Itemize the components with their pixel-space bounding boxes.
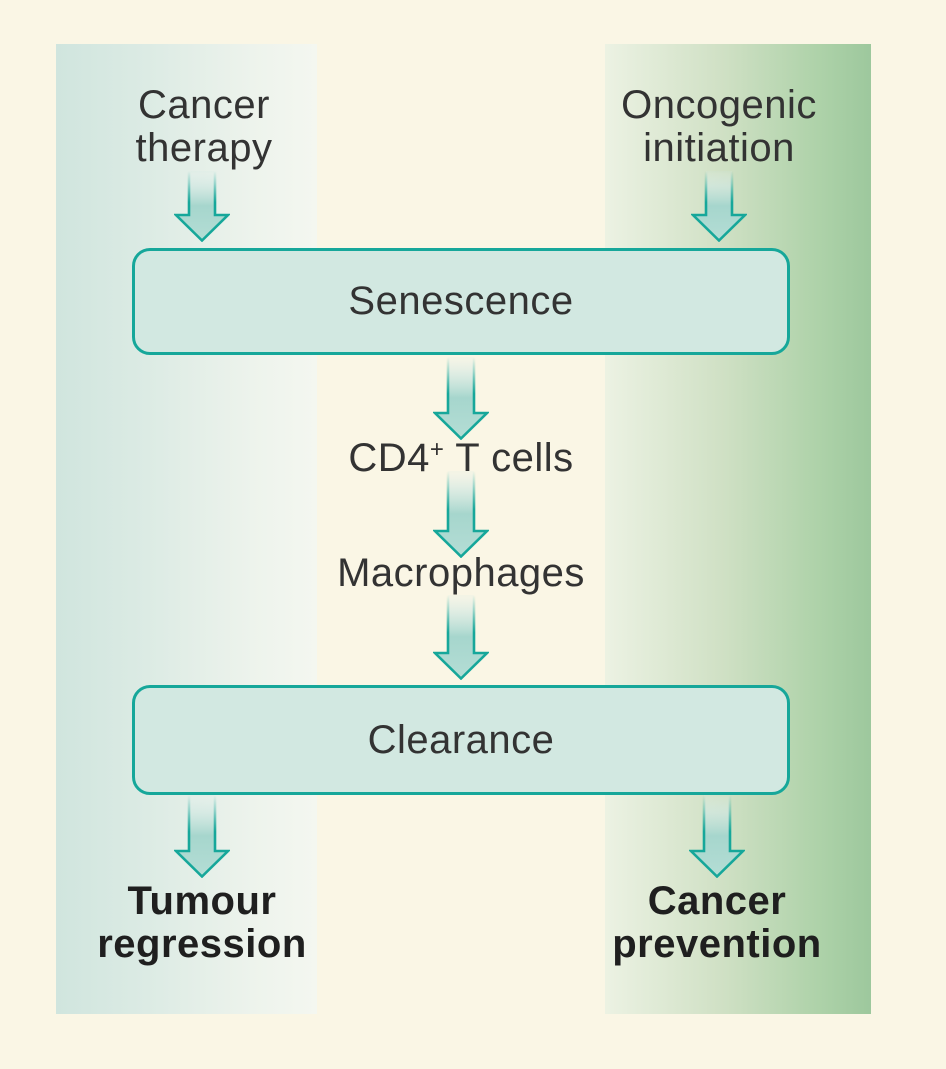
cancer-prevention-label: Cancer prevention bbox=[612, 879, 822, 966]
arrow-down-icon bbox=[433, 356, 489, 440]
arrow-down-icon bbox=[689, 794, 745, 878]
cancer-therapy-label: Cancer therapy bbox=[135, 83, 273, 170]
arrow-down-icon bbox=[174, 794, 230, 878]
arrow-down-icon bbox=[691, 170, 747, 242]
macrophages-label: Macrophages bbox=[337, 551, 585, 595]
oncogenic-initiation-label: Oncogenic initiation bbox=[621, 83, 817, 170]
arrow-down-icon bbox=[174, 170, 230, 242]
senescence-label: Senescence bbox=[348, 279, 574, 323]
tumour-regression-label: Tumour regression bbox=[97, 879, 307, 966]
arrow-down-icon bbox=[433, 470, 489, 558]
arrow-down-icon bbox=[433, 594, 489, 680]
cd4-prefix: CD4 bbox=[348, 436, 430, 480]
cd4-superscript-plus: + bbox=[429, 436, 445, 463]
cd4-suffix: T cells bbox=[444, 436, 574, 480]
senescence-box: Senescence bbox=[132, 248, 790, 355]
clearance-box: Clearance bbox=[132, 685, 790, 795]
clearance-label: Clearance bbox=[367, 717, 555, 762]
cd4-t-cells-label: CD4+ T cells bbox=[311, 437, 611, 480]
